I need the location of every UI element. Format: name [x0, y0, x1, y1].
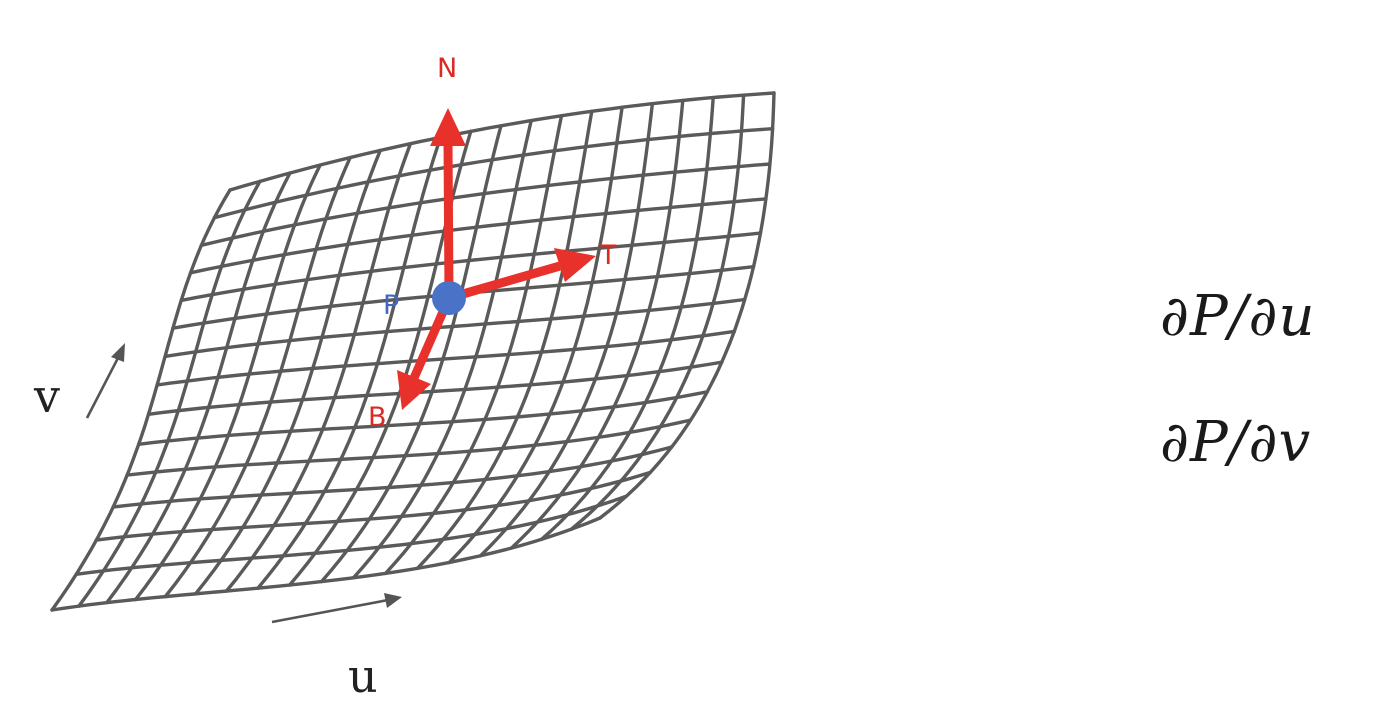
- surface-point: [432, 281, 466, 315]
- mesh-v-isoline: [125, 418, 693, 477]
- u-direction-arrow: [271, 593, 402, 624]
- mesh-u-isoline: [50, 188, 232, 612]
- normal-vector: [430, 108, 466, 299]
- u-axis-label: u: [348, 649, 378, 703]
- mesh-v-isoline: [137, 390, 709, 446]
- mesh-u-isoline: [105, 171, 292, 605]
- tangent-vector: [447, 248, 596, 303]
- mesh-v-isoline: [163, 297, 747, 359]
- mesh-v-isoline: [179, 231, 763, 303]
- v-axis-label: v: [33, 369, 60, 423]
- parametric-surface-mesh: [50, 91, 776, 612]
- mesh-v-isoline: [74, 494, 629, 576]
- tangent-label: T: [599, 240, 617, 271]
- mesh-v-isoline: [146, 360, 724, 416]
- partial-derivative-v: ∂P/∂v: [1160, 410, 1312, 475]
- mesh-v-isoline: [199, 162, 772, 247]
- mesh-v-isoline: [212, 126, 775, 220]
- mesh-v-isoline: [188, 197, 768, 275]
- mesh-v-isoline: [50, 516, 602, 612]
- partial-derivative-u: ∂P/∂u: [1160, 284, 1316, 349]
- bitangent-label: B: [368, 402, 387, 433]
- v-direction-arrow: [85, 343, 125, 419]
- mesh-v-isoline: [94, 470, 653, 542]
- mesh-v-isoline: [155, 329, 736, 387]
- mesh-u-isoline: [383, 114, 564, 576]
- point-label: P: [383, 290, 399, 321]
- mesh-v-isoline: [228, 91, 776, 192]
- mesh-v-isoline: [111, 445, 674, 509]
- normal-label: N: [437, 53, 457, 84]
